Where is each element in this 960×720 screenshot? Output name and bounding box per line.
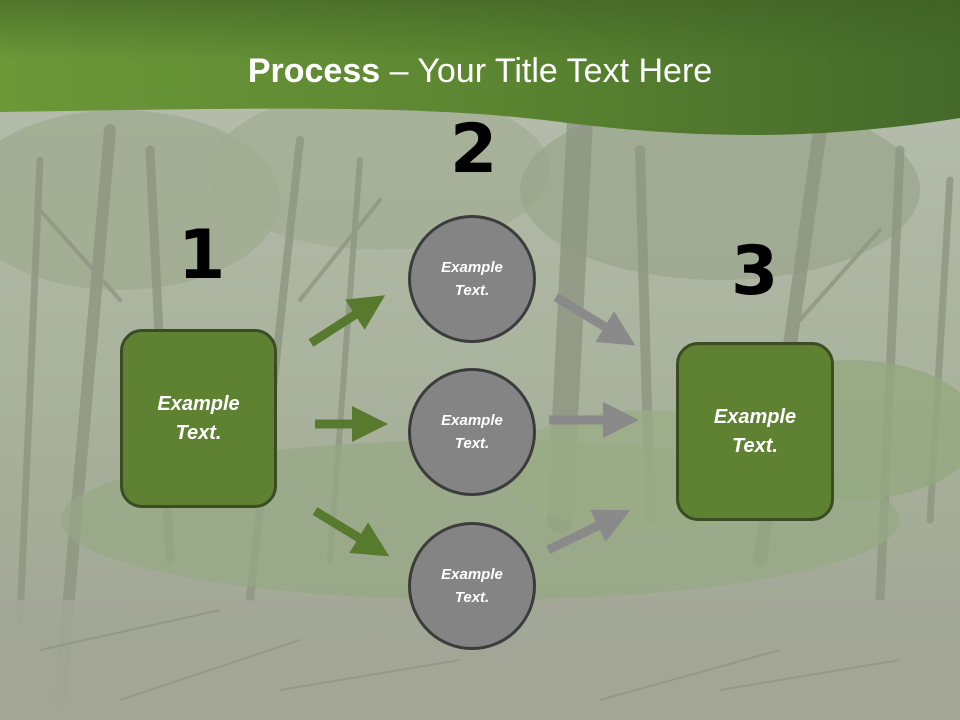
- left-box-line1: Example: [157, 392, 240, 415]
- right-process-box: Example Text.: [676, 342, 834, 521]
- slide-title: Process – Your Title Text Here: [0, 52, 960, 91]
- left-process-box: Example Text.: [120, 329, 277, 508]
- arrow-gray-down: [553, 293, 636, 346]
- step-number-2: 2: [450, 110, 498, 189]
- circle-middle-line2: Text.: [454, 435, 490, 452]
- circle-top-line1: Example: [441, 259, 503, 276]
- title-rest: – Your Title Text Here: [380, 52, 713, 90]
- circle-node-top: Example Text.: [408, 215, 536, 343]
- left-box-line2: Text.: [175, 421, 222, 444]
- circle-top-line2: Text.: [454, 282, 490, 299]
- arrow-green-up: [308, 295, 386, 347]
- circle-node-bottom: Example Text.: [408, 522, 536, 650]
- title-bold: Process: [247, 52, 381, 90]
- circle-node-middle: Example Text.: [408, 368, 536, 496]
- circle-bottom-line1: Example: [441, 566, 503, 583]
- step-number-1: 1: [178, 216, 226, 295]
- right-box-line2: Text.: [732, 434, 778, 457]
- circle-middle-line1: Example: [441, 412, 503, 429]
- arrow-green-down: [312, 507, 390, 557]
- step-number-3: 3: [731, 232, 779, 311]
- right-box-line1: Example: [713, 405, 797, 428]
- arrow-gray-up: [546, 509, 631, 555]
- circle-bottom-line2: Text.: [454, 589, 490, 606]
